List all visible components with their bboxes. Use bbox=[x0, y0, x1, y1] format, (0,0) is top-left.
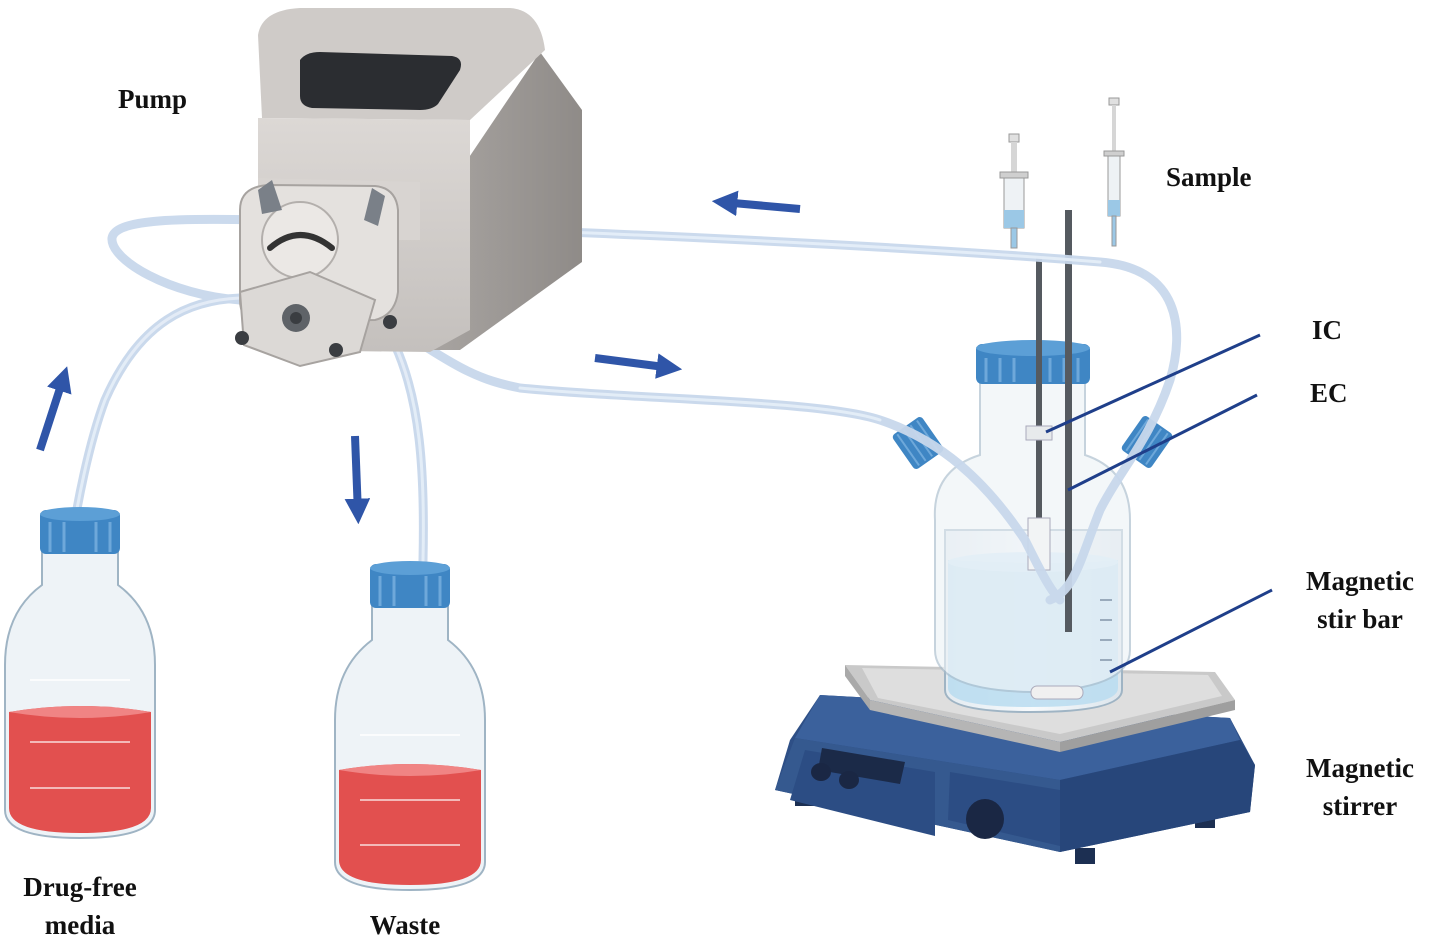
stir-bar-label-line-2: stir bar bbox=[1317, 604, 1403, 634]
pointer-ic bbox=[1045, 333, 1261, 434]
media-label-line-2: media bbox=[44, 910, 116, 940]
waste-label: Waste bbox=[369, 910, 441, 940]
syringe-right bbox=[1103, 97, 1125, 247]
flow-arrow-pump-to-waste bbox=[344, 435, 371, 525]
media-label: Drug-free media bbox=[5, 868, 155, 944]
stir-bar-label: Magnetic stir bar bbox=[1290, 562, 1429, 638]
media-bottle bbox=[4, 507, 156, 840]
stirrer-label: Magnetic stirrer bbox=[1290, 749, 1429, 825]
pump-label: Pump bbox=[118, 84, 188, 114]
sample-label: Sample bbox=[1166, 162, 1252, 192]
peristaltic-pump bbox=[235, 8, 582, 368]
flow-arrow-media-to-pump bbox=[36, 366, 72, 452]
pointer-ec bbox=[1067, 393, 1258, 492]
flow-arrow-vessel-to-pump bbox=[711, 190, 801, 217]
flow-arrows bbox=[36, 190, 801, 525]
stirrer-label-line-1: Magnetic bbox=[1306, 753, 1414, 783]
ic-label: IC bbox=[1312, 315, 1343, 345]
ec-label: EC bbox=[1310, 378, 1348, 408]
pointer-stir-bar bbox=[1109, 588, 1273, 674]
syringe-left bbox=[999, 133, 1029, 249]
pointer-lines bbox=[1045, 333, 1273, 674]
media-label-line-1: Drug-free bbox=[23, 872, 137, 902]
waste-bottle bbox=[334, 561, 486, 892]
flow-arrow-pump-to-vessel bbox=[594, 353, 683, 379]
stir-bar-label-line-1: Magnetic bbox=[1306, 566, 1414, 596]
stirrer-label-line-2: stirrer bbox=[1322, 791, 1398, 821]
